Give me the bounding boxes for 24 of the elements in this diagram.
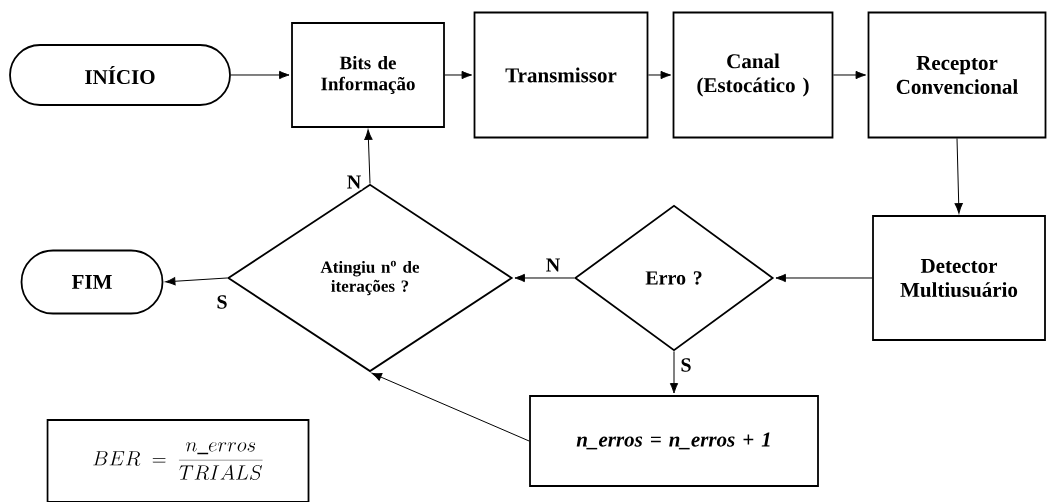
arrow [954,137,963,214]
arrow [775,273,873,283]
edge-label: S [679,357,693,373]
formula-box: $BER = \frac{n\_erros}{TRIALS}$ [46,419,310,502]
arrow [371,372,530,442]
edge-label: N [345,174,363,190]
arrow [832,70,867,80]
process-box: Receptor Convencional [867,11,1047,139]
edge-label: N [544,257,562,273]
arrow [164,277,228,286]
process-box: Bits de Informação [291,22,445,128]
arrow [669,350,679,394]
arrow [364,129,373,185]
arrow [647,70,672,80]
edge-label: S [215,294,229,310]
terminal-box: INÍCIO [9,44,231,106]
terminal-box: FIM [20,249,164,315]
process-box: Transmissor [473,11,649,139]
process-box: Detector Multiusuário [872,215,1046,341]
arrow [514,273,575,283]
formula-box: n_erros = n_erros + 1 [529,395,819,487]
process-box: Canal (Estocático ) [672,11,834,139]
arrow [230,70,290,80]
arrow [444,70,473,80]
